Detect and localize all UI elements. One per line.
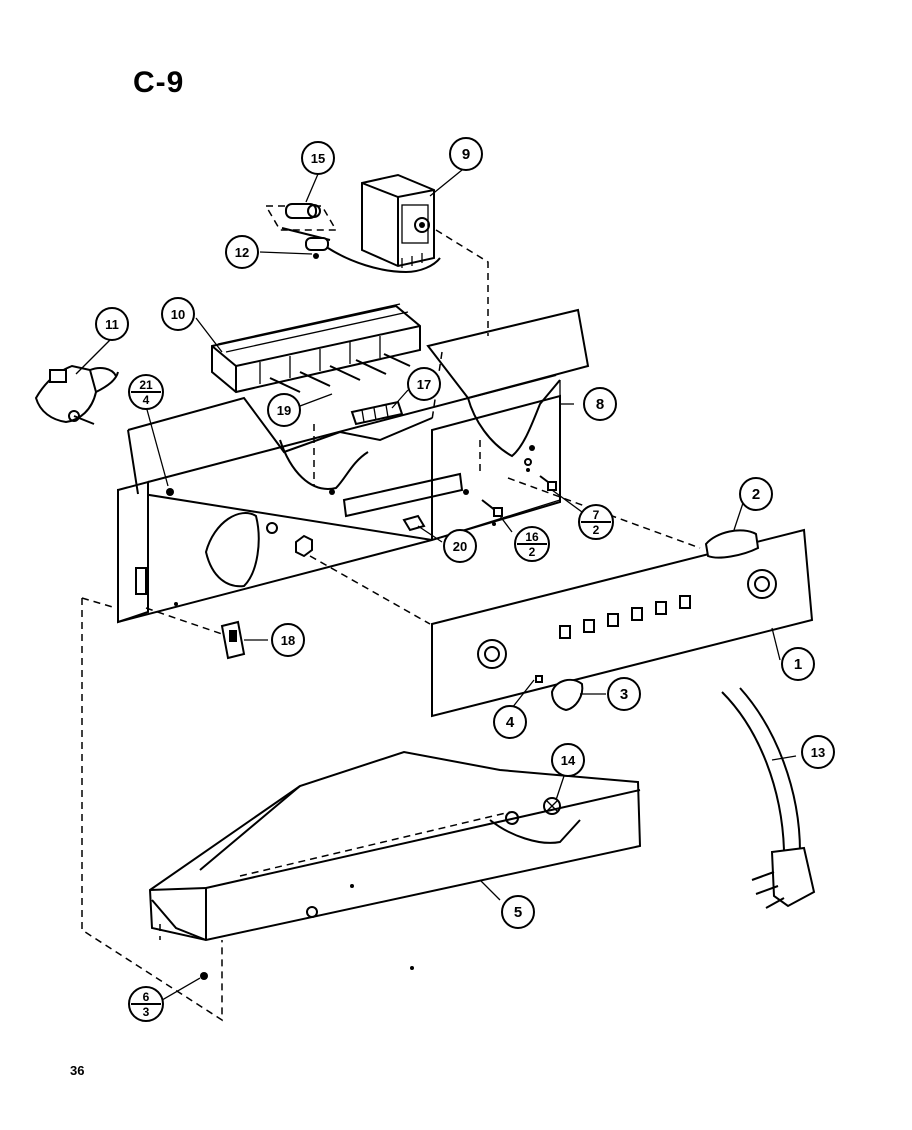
fraction-bottom: 3	[143, 1005, 150, 1019]
fraction-bottom: 2	[529, 545, 536, 559]
callout-label: 13	[811, 745, 825, 760]
callout-13: 13	[801, 735, 835, 769]
callout-4: 4	[493, 705, 527, 739]
rocker-switch-part	[220, 620, 246, 660]
fraction-callout-16-2: 16 2	[514, 526, 550, 562]
callout-20: 20	[443, 529, 477, 563]
page-number: 36	[70, 1063, 85, 1078]
callout-label: 18	[281, 633, 295, 648]
callout-3: 3	[607, 677, 641, 711]
callout-label: 1	[794, 656, 802, 673]
callout-label: 3	[620, 686, 628, 703]
fraction-callout-7-2: 7 2	[578, 504, 614, 540]
callout-17: 17	[407, 367, 441, 401]
callout-label: 2	[752, 486, 760, 503]
fraction-top: 21	[139, 378, 153, 392]
sensor-assembly-part	[264, 203, 441, 274]
fraction-callout-6-3: 6 3	[128, 986, 164, 1022]
callout-9: 9	[449, 137, 483, 171]
fraction-top: 6	[143, 990, 150, 1004]
callout-label: 5	[514, 904, 522, 921]
callout-label: 20	[453, 539, 467, 554]
callout-label: 10	[171, 307, 185, 322]
connector-part	[350, 400, 404, 426]
callout-8: 8	[583, 387, 617, 421]
motor-part	[34, 364, 119, 425]
front-fascia-part	[431, 528, 814, 718]
fraction-top: 16	[525, 530, 539, 544]
callout-label: 11	[105, 317, 119, 332]
fraction-bottom: 2	[593, 523, 600, 537]
callout-label: 15	[311, 151, 325, 166]
callout-5: 5	[501, 895, 535, 929]
callout-2: 2	[739, 477, 773, 511]
callout-label: 17	[417, 377, 431, 392]
callout-15: 15	[301, 141, 335, 175]
callout-label: 12	[235, 245, 249, 260]
knob-part	[704, 529, 760, 559]
switch-assembly-part	[211, 303, 421, 394]
callout-18: 18	[271, 623, 305, 657]
power-cord-part	[721, 687, 816, 909]
callout-label: 8	[596, 396, 604, 413]
callout-11: 11	[95, 307, 129, 341]
callout-12: 12	[225, 235, 259, 269]
callout-14: 14	[551, 743, 585, 777]
callout-10: 10	[161, 297, 195, 331]
timer-control-part	[361, 173, 435, 268]
callout-label: 9	[462, 146, 470, 163]
button-parts	[535, 675, 584, 712]
figure-title: C-9	[133, 66, 185, 99]
callout-label: 14	[561, 753, 576, 768]
fraction-bottom: 4	[143, 393, 150, 407]
callout-1: 1	[781, 647, 815, 681]
callout-19: 19	[267, 393, 301, 427]
base-pan-part	[148, 750, 642, 980]
callout-label: 4	[506, 714, 515, 731]
fraction-callout-21-4: 21 4	[128, 374, 164, 410]
fraction-top: 7	[593, 508, 600, 522]
callout-label: 19	[277, 403, 291, 418]
leader-lines	[75, 169, 797, 1001]
